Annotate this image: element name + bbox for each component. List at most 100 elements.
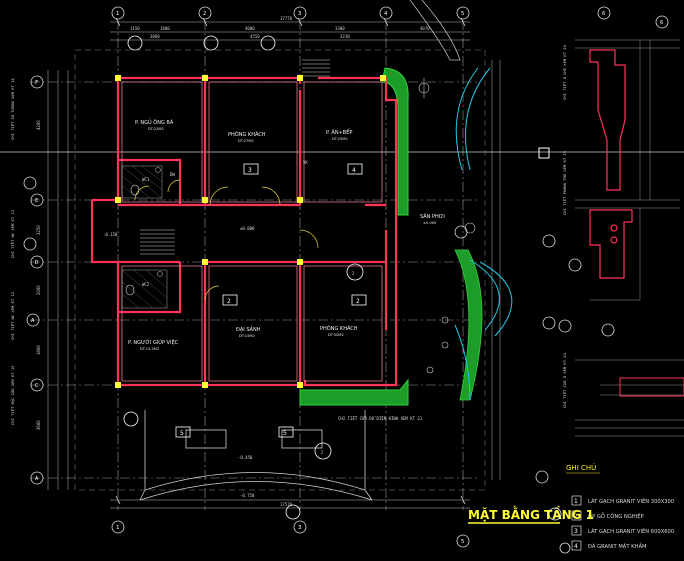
svg-text:ỐP GỖ CÔNG NGHIỆP: ỐP GỖ CÔNG NGHIỆP	[588, 512, 644, 520]
wc-hatch	[121, 165, 168, 309]
stairs	[140, 59, 330, 255]
svg-text:3: 3	[298, 11, 301, 17]
room-name-4: ĐẠI SẢNH	[236, 325, 261, 333]
landscape-green	[299, 67, 483, 406]
svg-text:1800: 1800	[36, 345, 41, 355]
wc2-label: WC2	[142, 282, 150, 287]
overall-dim-bottom: 17570	[280, 502, 293, 507]
svg-text:1800: 1800	[160, 26, 170, 31]
note-left-mid2: CHI TIẾT WC XEM KT 12	[10, 292, 15, 340]
curved-walkway	[454, 67, 513, 401]
svg-text:LÁT GẠCH GRANIT VIÊN 600X600: LÁT GẠCH GRANIT VIÊN 600X600	[588, 527, 674, 535]
svg-text:3230: 3230	[340, 34, 350, 39]
axis-grid	[30, 20, 480, 510]
axis-bubble-6: 6	[597, 6, 611, 20]
note-right-3: CHI TIẾT CỬA Ô XEM KT 24	[562, 352, 567, 408]
axis-bubble-5: 5	[456, 6, 470, 20]
landscape-markers	[418, 78, 476, 374]
note-left-bottom: CHI TIẾT BẬC CẦU XEM KT 19	[10, 365, 15, 425]
svg-text:1: 1	[574, 498, 578, 505]
room-area-6: ±0.000	[423, 221, 437, 225]
svg-text:2: 2	[574, 513, 578, 520]
svg-text:F: F	[35, 80, 38, 86]
room-name-1: PHÒNG KHÁCH	[228, 131, 266, 138]
legend-items: 1 LÁT GẠCH GRANIT VIÊN 300X300 2 ỐP GỖ C…	[571, 495, 674, 551]
drawing-title: MẶT BẰNG TẦNG 1	[468, 505, 594, 522]
axis-bubbles-bottom: 1 3 5	[111, 520, 571, 554]
svg-text:4200: 4200	[36, 120, 41, 130]
axis-bubble-1: 1	[111, 6, 125, 20]
svg-text:5: 5	[461, 539, 464, 545]
svg-text:1150: 1150	[130, 26, 140, 31]
overall-dim-top: 17770	[280, 16, 293, 21]
svg-text:5: 5	[180, 430, 184, 437]
detail-right-bottom	[619, 377, 684, 397]
room-area-1: DT:27M2	[238, 139, 254, 143]
dimension-ticks	[115, 17, 466, 505]
svg-text:6: 6	[660, 20, 663, 26]
vk-label: VK	[303, 160, 308, 165]
svg-text:6: 6	[602, 11, 605, 17]
elev-step: -0.750	[240, 493, 255, 498]
note-left-mid1: CHI TIẾT WC XEM KT 13	[10, 210, 15, 258]
svg-text:2: 2	[227, 298, 231, 305]
room-area-5: DT:50M2	[328, 333, 344, 337]
svg-text:LÁT GẠCH GRANIT VIÊN 300X300: LÁT GẠCH GRANIT VIÊN 300X300	[588, 497, 674, 505]
svg-text:1: 1	[116, 11, 119, 17]
elev-side: -0.150	[103, 232, 118, 237]
entry-arc	[139, 410, 373, 501]
door-detail-note: CHI TIẾT CỬA ĐỔ ĐIỆN HÌNH XEM KT 21	[338, 416, 423, 421]
svg-text:4: 4	[352, 167, 356, 174]
site-boundary	[74, 49, 486, 491]
road-arc	[409, 0, 461, 61]
note-right-1: CHI TIẾT Ô CHỜ XEM KT 24	[562, 44, 567, 100]
axis-bubble-3: 3	[293, 6, 307, 20]
detail-right-top	[589, 49, 626, 191]
svg-text:3: 3	[574, 528, 578, 535]
thin-walls	[121, 81, 383, 382]
svg-text:2000: 2000	[36, 285, 41, 295]
room-area-0: DT:22M2	[148, 127, 164, 131]
columns	[115, 75, 386, 388]
svg-text:3: 3	[298, 525, 301, 531]
elev-entry: -0.450	[238, 455, 253, 460]
svg-text:4: 4	[384, 11, 388, 17]
axis-bubbles-left: F E D A C A	[23, 75, 615, 485]
svg-text:3250: 3250	[36, 225, 41, 235]
section-marker	[538, 147, 550, 159]
svg-text:D: D	[35, 260, 38, 266]
room-name-3: P. NGƯỜI GIÚP VIỆC	[128, 338, 179, 346]
svg-text:A: A	[35, 476, 39, 482]
axis-bubbles-top: 1 2 3 4 5 6 6	[111, 6, 669, 29]
detail-right-mid	[589, 209, 633, 279]
door-swings	[134, 179, 319, 301]
axis-bubble-2: 2	[198, 6, 212, 20]
svg-text:2: 2	[356, 298, 360, 305]
svg-text:2: 2	[203, 11, 206, 17]
room-name-6: SÂN PHƠI	[420, 213, 445, 220]
svg-text:A: A	[31, 318, 35, 324]
svg-text:2: 2	[321, 450, 324, 455]
svg-text:4: 4	[574, 543, 578, 550]
svg-text:4070: 4070	[420, 26, 430, 31]
svg-text:E: E	[35, 198, 38, 204]
detail-right-grids	[575, 39, 684, 437]
svg-text:5: 5	[283, 430, 287, 437]
svg-text:C: C	[35, 383, 38, 389]
room-area-2: DT:25M2	[332, 137, 348, 141]
room-name-2: P. ĂN+BẾP	[326, 128, 352, 136]
svg-text:4550: 4550	[250, 34, 260, 39]
svg-text:4000: 4000	[245, 26, 255, 31]
dw-label: DW	[170, 172, 175, 177]
note-right-2: CHI TIẾT PHÒNG THỜ XEM KT 19	[562, 150, 567, 215]
svg-text:3: 3	[248, 167, 252, 174]
svg-text:5: 5	[461, 11, 464, 17]
drawing-title-number: 1	[553, 511, 557, 518]
room-name-5: PHÒNG KHÁCH	[320, 325, 358, 332]
room-name-0: P. NGỦ ÔNG BÀ	[135, 118, 174, 126]
svg-text:3680: 3680	[36, 420, 41, 430]
svg-text:1: 1	[116, 525, 119, 531]
svg-text:2: 2	[352, 271, 355, 276]
room-area-4: DT:15M2	[239, 334, 255, 338]
